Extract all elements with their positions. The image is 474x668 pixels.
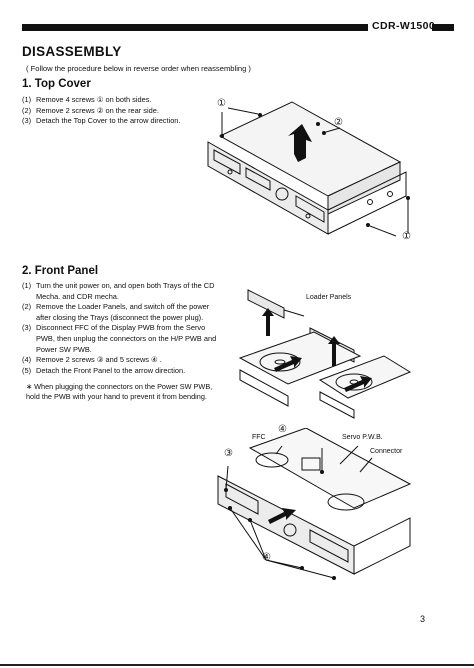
step-item: (2)Remove the Loader Panels, and switch … xyxy=(22,302,210,322)
step-item: (1)Remove 4 screws ① on both sides. xyxy=(22,95,152,104)
front-panel-diagram xyxy=(217,428,412,580)
front-panel-steps: (1)Turn the unit power on, and open both… xyxy=(22,281,218,376)
step-item: (4)Remove 2 screws ③ and 5 screws ④ . xyxy=(22,355,162,365)
label-loader-panels: Loader Panels xyxy=(306,294,352,301)
section-heading-front-panel: 2. Front Panel xyxy=(22,265,99,277)
step-item: (2)Remove 2 screws ② on the rear side. xyxy=(22,105,159,115)
top-cover-steps: (1)Remove 4 screws ① on both sides. (2)R… xyxy=(22,95,222,127)
header-rule-end xyxy=(432,24,454,31)
page-number: 3 xyxy=(420,614,426,624)
callout-screw-3: ③ xyxy=(224,448,233,459)
step-item: (3)Disconnect FFC of the Display PWB fro… xyxy=(22,323,217,354)
top-cover-diagram xyxy=(207,101,410,237)
footer-rule xyxy=(0,664,474,666)
step-item: (3)Detach the Top Cover to the arrow dir… xyxy=(22,116,181,126)
loader-panels-diagram xyxy=(238,289,412,419)
callout-screw-2: ② xyxy=(334,117,343,128)
label-ffc: FFC xyxy=(252,434,266,441)
callout-screw-4-bottom: ④ xyxy=(262,552,271,563)
plugging-note: ∗ When plugging the connectors on the Po… xyxy=(26,382,213,402)
section-heading-top-cover: 1. Top Cover xyxy=(22,78,91,90)
callout-screw-4-top: ④ xyxy=(278,424,287,435)
label-servo-pwb: Servo P.W.B. xyxy=(342,434,383,441)
header-rule xyxy=(22,24,368,31)
model-number: CDR-W1500 xyxy=(372,20,436,32)
step-item: (5)Detach the Front Panel to the arrow d… xyxy=(22,365,186,375)
procedure-note: ( Follow the procedure below in reverse … xyxy=(26,64,251,73)
callout-screw-1-top: ① xyxy=(217,98,226,109)
callout-screw-1-bottom: ① xyxy=(402,231,411,242)
bullet-icon: ∗ xyxy=(26,382,33,391)
page-title: DISASSEMBLY xyxy=(22,44,122,59)
label-connector: Connector xyxy=(370,448,403,455)
step-item: (1)Turn the unit power on, and open both… xyxy=(22,281,215,301)
